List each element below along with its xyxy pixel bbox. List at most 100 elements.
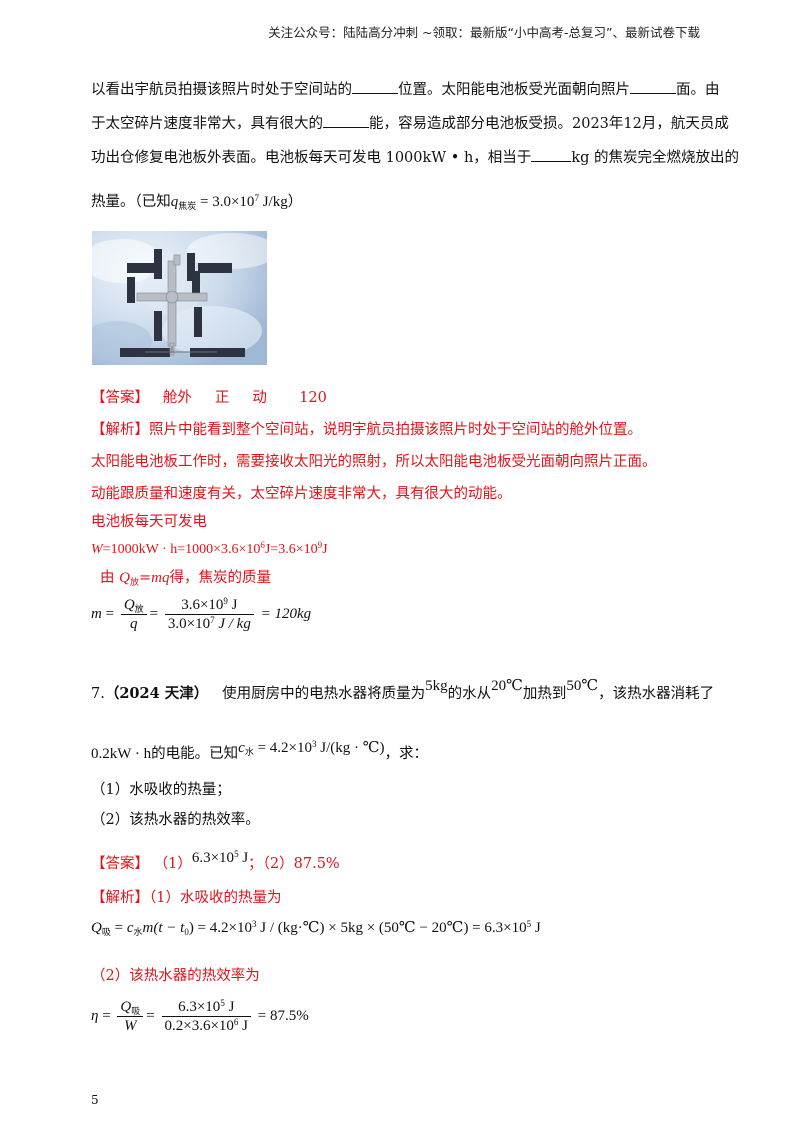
answer-1-exponent: 5	[234, 849, 239, 859]
q6-analysis-3: 动能跟质量和速度有关，太空碎片速度非常大，具有很大的动能。	[91, 486, 512, 502]
answer-value: 120	[299, 390, 327, 406]
q7-sub-2: （2）该热水器的热效率。	[91, 812, 260, 828]
den-unit: J / kg	[214, 616, 251, 632]
q6-text: 以看出宇航员拍摄该照片时处于空间站的	[91, 82, 352, 98]
answer-blank-1[interactable]	[352, 78, 398, 94]
c-subscript: 水	[244, 747, 254, 757]
den-exponent: 6	[233, 1017, 239, 1027]
den-value: 0.2×3.6×10	[164, 1018, 234, 1034]
eq-part: m(t − t	[142, 920, 185, 936]
t0-value: 20℃	[491, 678, 523, 694]
q-subscript: 放	[134, 604, 144, 614]
fraction: 3.6×109 J 3.0×107 J / kg	[164, 596, 254, 633]
space-station-photo	[92, 231, 267, 365]
analysis-tag: 【解析】	[91, 422, 149, 438]
numerator: 3.6×109 J	[164, 596, 254, 615]
eta-result: = 87.5%	[257, 1007, 309, 1024]
c-subscript: 水	[133, 927, 143, 937]
eq-exponent: 5	[526, 919, 532, 929]
q-subscript: 焦炭	[178, 201, 197, 211]
q7-sub-1: （1）水吸收的热量；	[91, 782, 231, 798]
q6-text: kg 的焦炭完全燃烧放出的	[571, 150, 739, 166]
den-exponent: 7	[210, 615, 215, 625]
question-source: （2024 天津）	[104, 685, 209, 702]
q7-analysis-1: 【解析】（1）水吸收的热量为	[91, 888, 281, 908]
c-value: = 4.2×10	[257, 740, 312, 756]
mass-value: 5kg	[425, 678, 448, 694]
analysis-text: 得，焦炭的质量	[169, 570, 271, 586]
q6-line-2: 于太空碎片速度非常大，具有很大的能，容易造成部分电池板受损。2023年12月，航…	[91, 112, 729, 134]
w-exponent: 6	[260, 540, 265, 550]
answer-blank-4[interactable]	[531, 146, 572, 162]
answer-blank-3[interactable]	[323, 112, 369, 128]
eq-part: J / (kg·℃) × 5kg × (50℃ − 20℃) = 6.3×10	[256, 920, 527, 936]
q-subscript: 吸	[101, 927, 111, 937]
q7-efficiency-equation: η = Q吸 W = 6.3×105 J 0.2×3.6×106 J = 87.…	[91, 998, 309, 1035]
answer-blank-2[interactable]	[630, 78, 676, 94]
eq-exponent: 3	[251, 919, 257, 929]
answer-value: 动	[252, 390, 267, 406]
num-exponent: 5	[220, 998, 225, 1008]
q6-text: 能，容易造成部分电池板受损。2023年12月，航天员成	[369, 116, 729, 132]
eq-part: J	[531, 920, 541, 936]
q7-line-1: 7.（2024 天津） 使用厨房中的电热水器将质量为5kg的水从20℃加热到50…	[91, 676, 714, 704]
question-number: 7.	[91, 686, 105, 702]
numerator: Q放	[120, 596, 147, 615]
q7-line-2: 0.2kW · h的电能。已知c水 = 4.2×103 J/(kg · ℃)，求…	[91, 738, 428, 764]
t1-value: 50℃	[566, 678, 599, 694]
page-header: 关注公众号：陆陆高分冲刺 ~领取：最新版“小中高考-总复习”、最新试卷下载	[268, 25, 700, 40]
q6-answer: 【答案】 舱外 正 动 120	[91, 388, 327, 408]
answer-value: 正	[214, 390, 230, 406]
q6-line-1: 以看出宇航员拍摄该照片时处于空间站的位置。太阳能电池板受光面朝向照片面。由	[91, 78, 720, 100]
answer-2-value: （2）87.5%	[262, 856, 340, 872]
fraction: Q放 q	[120, 596, 147, 633]
q6-line-4: 热量。（已知q焦炭 = 3.0×107 J/kg）	[91, 192, 302, 212]
q-symbol: Q	[123, 597, 135, 613]
den-value: 3.0×10	[167, 616, 211, 632]
answer-tag: 【答案】	[91, 856, 149, 872]
q-subscript: 放	[129, 578, 139, 588]
denominator: W	[124, 1018, 137, 1034]
den-unit: J	[238, 1018, 249, 1034]
q6-analysis-2: 太阳能电池板工作时，需要接收太阳光的照射，所以太阳能电池板受光面朝向照片正面。	[91, 454, 657, 470]
numerator: Q吸	[117, 998, 144, 1017]
denominator: 3.0×107 J / kg	[165, 615, 254, 633]
c-symbol: c	[238, 740, 245, 756]
denominator: 0.2×3.6×106 J	[162, 1017, 252, 1035]
energy-value: 0.2kW · h	[91, 746, 152, 762]
q7-text: 加热到	[522, 686, 567, 702]
m-result: = 120kg	[260, 605, 312, 622]
q-symbol: q	[170, 194, 179, 210]
q-symbol: Q	[120, 999, 132, 1015]
q-subscript: 吸	[131, 1006, 141, 1016]
analysis-text: 由	[100, 570, 115, 586]
q7-heat-equation: Q吸 = c水m(t − t0) = 4.2×103 J / (kg·℃) × …	[91, 919, 541, 937]
q7-analysis-2: （2）该热水器的热效率为	[91, 968, 260, 984]
mq-symbol: mq	[151, 570, 170, 586]
eq-part: ) = 4.2×10	[188, 920, 252, 936]
num-value: 6.3×10	[178, 999, 221, 1015]
q-symbol: Q	[91, 920, 102, 936]
q-value: = 3.0×10	[200, 194, 255, 210]
q7-text: 的电能。已知	[151, 746, 239, 762]
analysis-text: （1）水吸收的热量为	[149, 890, 282, 906]
num-exponent: 9	[223, 596, 228, 606]
eta-symbol: η	[91, 1007, 99, 1024]
m-symbol: m	[91, 605, 102, 622]
q6-text: 位置。太阳能电池板受光面朝向照片	[398, 82, 630, 98]
q7-text: ，该热水器消耗了	[598, 686, 715, 702]
fraction: Q吸 W	[117, 998, 144, 1035]
answer-value: 舱外	[162, 390, 192, 406]
q7-answer: 【答案】 （1）6.3×105 J；（2）87.5%	[91, 848, 340, 874]
numerator: 6.3×105 J	[161, 998, 252, 1017]
q6-text: ）	[287, 194, 303, 210]
answer-1-number: 6.3×10	[191, 850, 235, 866]
q-symbol: Q	[119, 570, 130, 586]
w-eq-part: =1000kW · h=1000×3.6×10	[102, 542, 261, 557]
w-eq-part: J=3.6×10	[264, 542, 318, 557]
q7-text: ，求：	[384, 746, 429, 762]
t0-subscript: 0	[184, 927, 189, 937]
num-unit: J	[227, 597, 238, 613]
num-unit: J	[224, 999, 235, 1015]
q-unit: J/kg	[258, 194, 288, 210]
